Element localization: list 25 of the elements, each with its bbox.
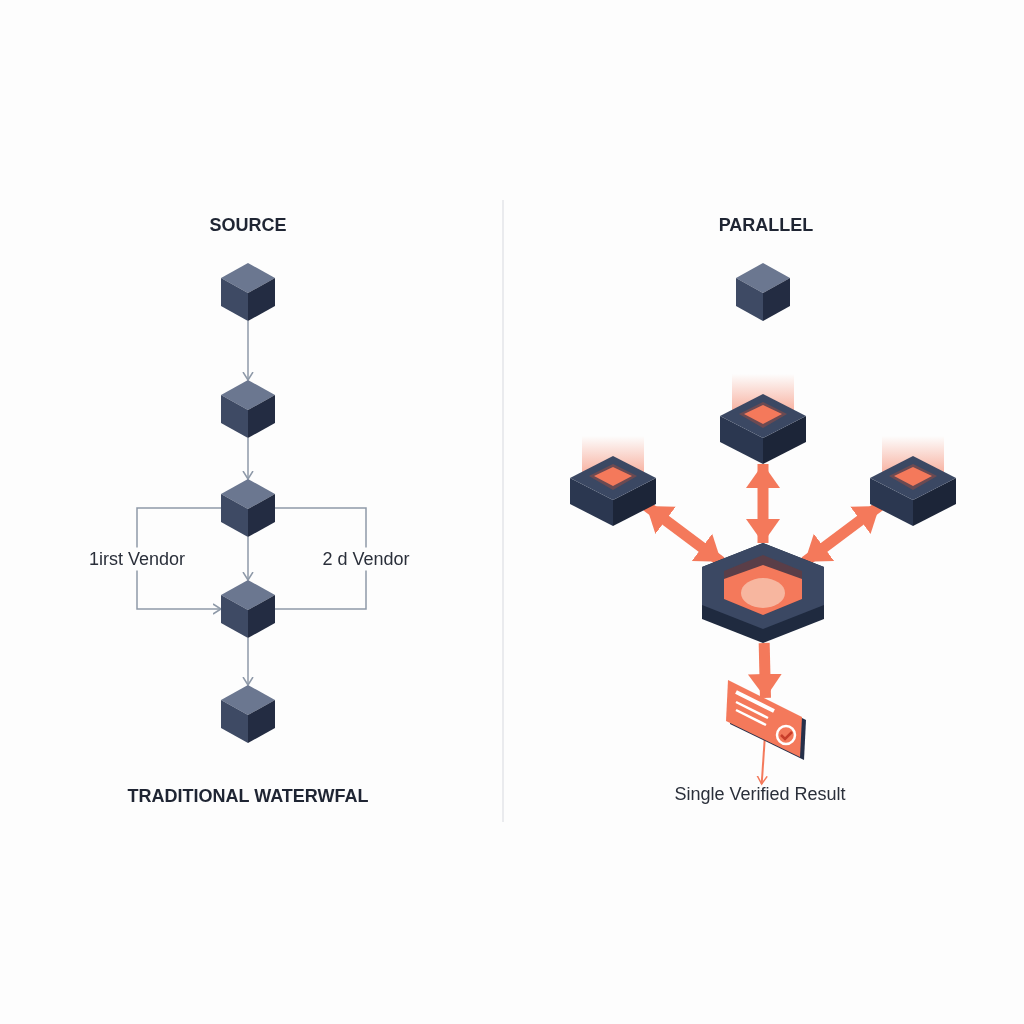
cube-drawing xyxy=(736,263,790,321)
arrow xyxy=(756,739,768,785)
cube-drawing xyxy=(221,685,275,743)
cube-drawing xyxy=(221,479,275,537)
hub-drawing xyxy=(702,543,824,643)
arrow xyxy=(242,637,254,686)
result-caption: Single Verified Result xyxy=(673,784,847,806)
arrow xyxy=(747,642,782,699)
cube-drawing xyxy=(221,380,275,438)
section-heading: PARALLEL xyxy=(718,215,814,236)
arrow xyxy=(242,320,254,381)
cube-drawing xyxy=(221,580,275,638)
section-heading: SOURCE xyxy=(209,215,287,236)
server-block-drawing xyxy=(570,436,656,526)
double-arrow xyxy=(746,464,780,543)
cube-drawing xyxy=(221,263,275,321)
edge-label: 2 d Vendor xyxy=(320,547,412,570)
arrow xyxy=(242,536,254,581)
arrow xyxy=(242,437,254,480)
server-block-drawing xyxy=(720,374,806,464)
section-heading: TRADITIONAL WATERWFAL xyxy=(127,786,369,807)
arrow xyxy=(136,507,222,615)
connector-line xyxy=(274,507,367,610)
server-block-drawing xyxy=(870,436,956,526)
result-card-drawing xyxy=(724,680,808,760)
